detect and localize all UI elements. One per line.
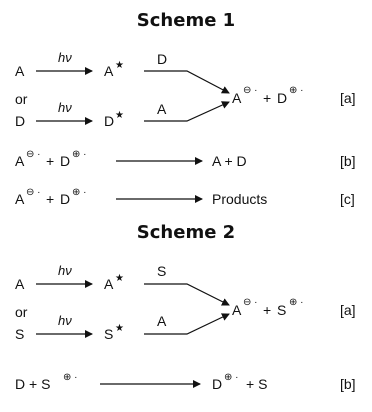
s2-arrow-converge-top: [144, 283, 230, 306]
s1-partner-top: D: [157, 51, 167, 67]
scheme1-title: Scheme 1: [136, 10, 236, 31]
s2-product-anion: A: [232, 302, 242, 318]
s1-product-cation: D: [277, 90, 287, 106]
s1-excited-A: A: [104, 63, 114, 79]
s2-reactant-A: A: [15, 276, 25, 292]
s2-excited-A: A: [104, 276, 114, 292]
s1-eqc-cation: D: [60, 191, 70, 207]
s1-product-plus: +: [263, 90, 271, 106]
s2-product-anion-sup: ⊖ ·: [243, 297, 258, 308]
s1-eqb-cation: D: [60, 153, 70, 169]
s2-star-S: ★: [115, 323, 124, 334]
s1-hv-label-bottom: hν: [58, 100, 72, 115]
s1-hv-label-top: hν: [58, 50, 72, 65]
s2-eqb-left-sup: ⊕ ·: [63, 372, 78, 383]
s1-eqb-anion-sup: ⊖ ·: [26, 149, 41, 160]
s1-star-D: ★: [115, 110, 124, 121]
s2-eqb-right-tail: + S: [246, 376, 267, 392]
s1-eqb-products: A + D: [212, 153, 247, 169]
s1-eqb-anion: A: [15, 153, 25, 169]
s2-partner-top: S: [157, 263, 166, 279]
s2-excited-S: S: [104, 326, 113, 342]
s1-eqb-plus: +: [46, 153, 54, 169]
s2-hv-label-top: hν: [58, 263, 72, 278]
s1-tag-a: [a]: [340, 90, 356, 106]
s1-product-anion: A: [232, 90, 242, 106]
s1-reactant-D: D: [15, 113, 25, 129]
s1-product-cation-sup: ⊕ ·: [289, 85, 304, 96]
s2-product-plus: +: [263, 302, 271, 318]
s2-reactant-S: S: [15, 326, 24, 342]
s1-eqc-cation-sup: ⊕ ·: [72, 187, 87, 198]
s1-partner-bottom: A: [157, 101, 167, 117]
s2-product-cation-sup: ⊕ ·: [289, 297, 304, 308]
s1-eqc-anion-sup: ⊖ ·: [26, 187, 41, 198]
scheme2-title: Scheme 2: [136, 222, 236, 243]
s1-reactant-A: A: [15, 63, 25, 79]
s1-eqb-cation-sup: ⊕ ·: [72, 149, 87, 160]
s1-eqc-products: Products: [212, 191, 267, 207]
s1-product-anion-sup: ⊖ ·: [243, 85, 258, 96]
s1-arrow-converge-top: [144, 70, 230, 94]
s1-tag-c: [c]: [340, 191, 355, 207]
s1-arrow-converge-bottom: [144, 101, 230, 122]
s2-product-cation: S: [277, 302, 286, 318]
s2-tag-b: [b]: [340, 376, 356, 392]
s1-eqc-anion: A: [15, 191, 25, 207]
s2-eqb-right-sup: ⊕ ·: [224, 372, 239, 383]
s1-excited-D: D: [104, 113, 114, 129]
s1-tag-b: [b]: [340, 153, 356, 169]
s2-hv-label-bottom: hν: [58, 313, 72, 328]
s1-eqc-plus: +: [46, 191, 54, 207]
s2-eqb-left: D + S: [15, 376, 50, 392]
s1-star-A: ★: [115, 60, 124, 71]
s2-eqb-right: D: [212, 376, 222, 392]
s2-arrow-converge-bottom: [144, 313, 230, 335]
s2-star-A: ★: [115, 273, 124, 284]
s2-partner-bottom: A: [157, 313, 167, 329]
s2-or: or: [15, 304, 28, 320]
s1-or: or: [15, 91, 28, 107]
s2-tag-a: [a]: [340, 302, 356, 318]
